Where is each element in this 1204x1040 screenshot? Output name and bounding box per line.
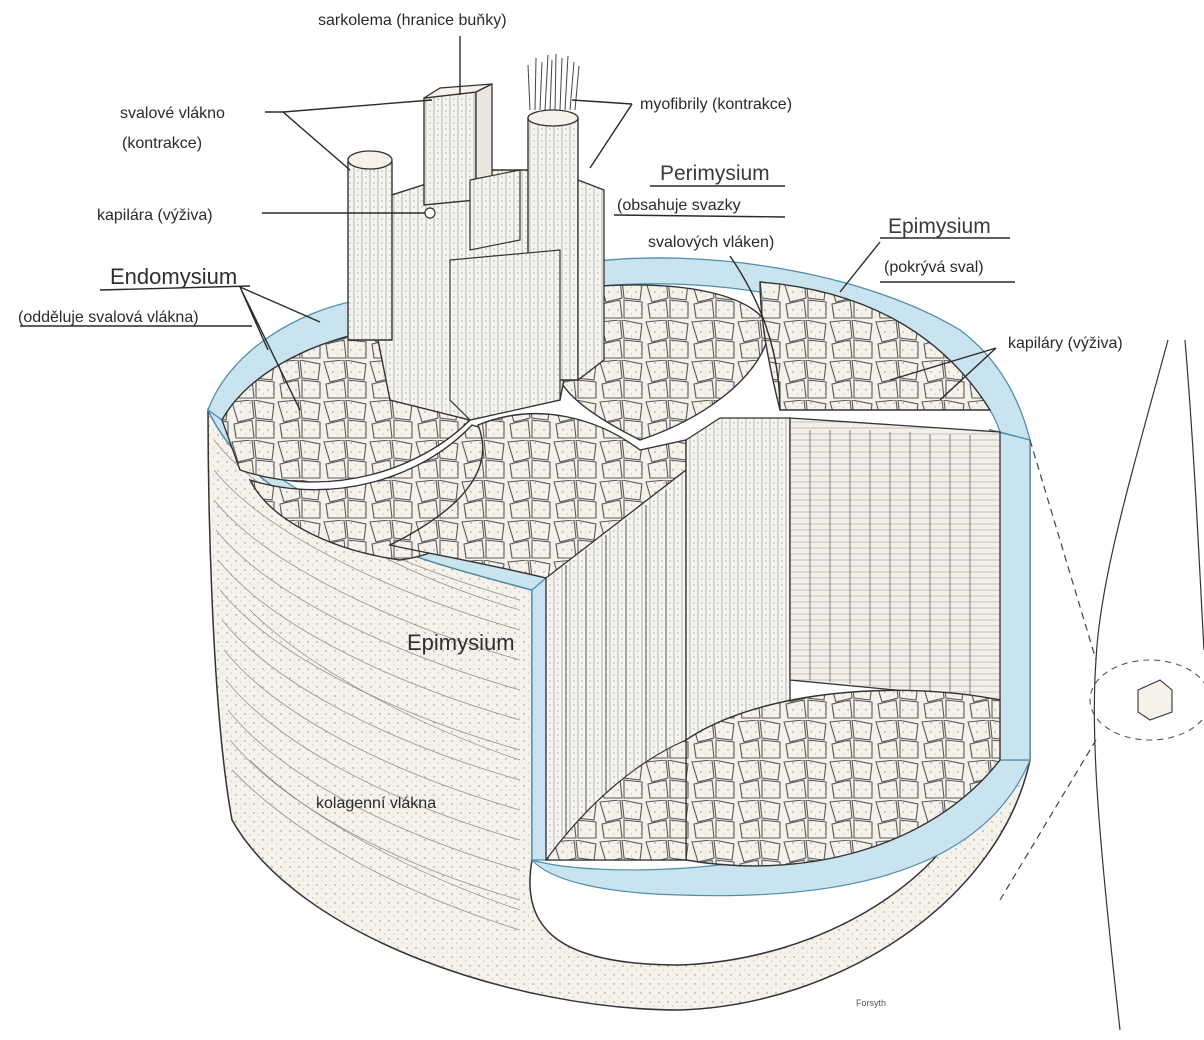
label-svalove-vlakno-kontrakce: (kontrakce) — [122, 135, 202, 152]
fiber-bundle-front — [450, 250, 560, 420]
label-endomysium: Endomysium — [110, 264, 237, 289]
protruding-fibers — [348, 54, 604, 420]
underline-perimysium-desc — [614, 215, 785, 217]
artist-signature: Forsyth — [856, 998, 886, 1008]
label-epimysium-side: Epimysium — [407, 630, 515, 655]
capillary-vessel — [425, 208, 435, 218]
muscle-fiber-right — [578, 180, 604, 380]
cut-wall-center — [686, 418, 790, 740]
label-epimysium-top: Epimysium — [888, 215, 991, 238]
label-kolagenni-vlakna: kolagenní vlákna — [316, 795, 436, 812]
label-perimysium-desc-1: (obsahuje svazky — [617, 197, 741, 214]
muscle-fiber-left-top — [348, 151, 392, 169]
inset-connector-top — [1030, 440, 1096, 660]
label-perimysium-title: Perimysium — [660, 162, 770, 185]
myofibril-strands — [528, 54, 579, 110]
muscle-fiber-middle — [470, 170, 520, 250]
leader-epimysium-top — [840, 242, 880, 292]
inset-cutaway-block — [1138, 680, 1172, 720]
muscle-fiber-tall — [424, 92, 476, 205]
muscle-fiber-left — [348, 153, 392, 340]
label-perimysium-desc-2: svalových vláken) — [648, 234, 774, 251]
label-kapilary: kapiláry (výživa) — [1008, 335, 1123, 352]
label-endomysium-desc: (odděluje svalová vlákna) — [18, 309, 199, 326]
label-kapilara: kapilára (výživa) — [97, 207, 213, 224]
leader-myofibrily — [572, 100, 632, 168]
cut-wall-back — [790, 418, 1000, 700]
label-myofibrily: myofibrily (kontrakce) — [640, 96, 792, 113]
label-epimysium-desc: (pokrývá sval) — [884, 259, 984, 276]
myofibril-bundle-top — [528, 110, 578, 126]
epimysium-cut-edge-left — [532, 578, 546, 860]
label-sarkolema: sarkolema (hranice buňky) — [318, 12, 507, 29]
whole-muscle-outline-right — [1185, 340, 1204, 650]
label-svalove-vlakno: svalové vlákno — [120, 105, 225, 122]
